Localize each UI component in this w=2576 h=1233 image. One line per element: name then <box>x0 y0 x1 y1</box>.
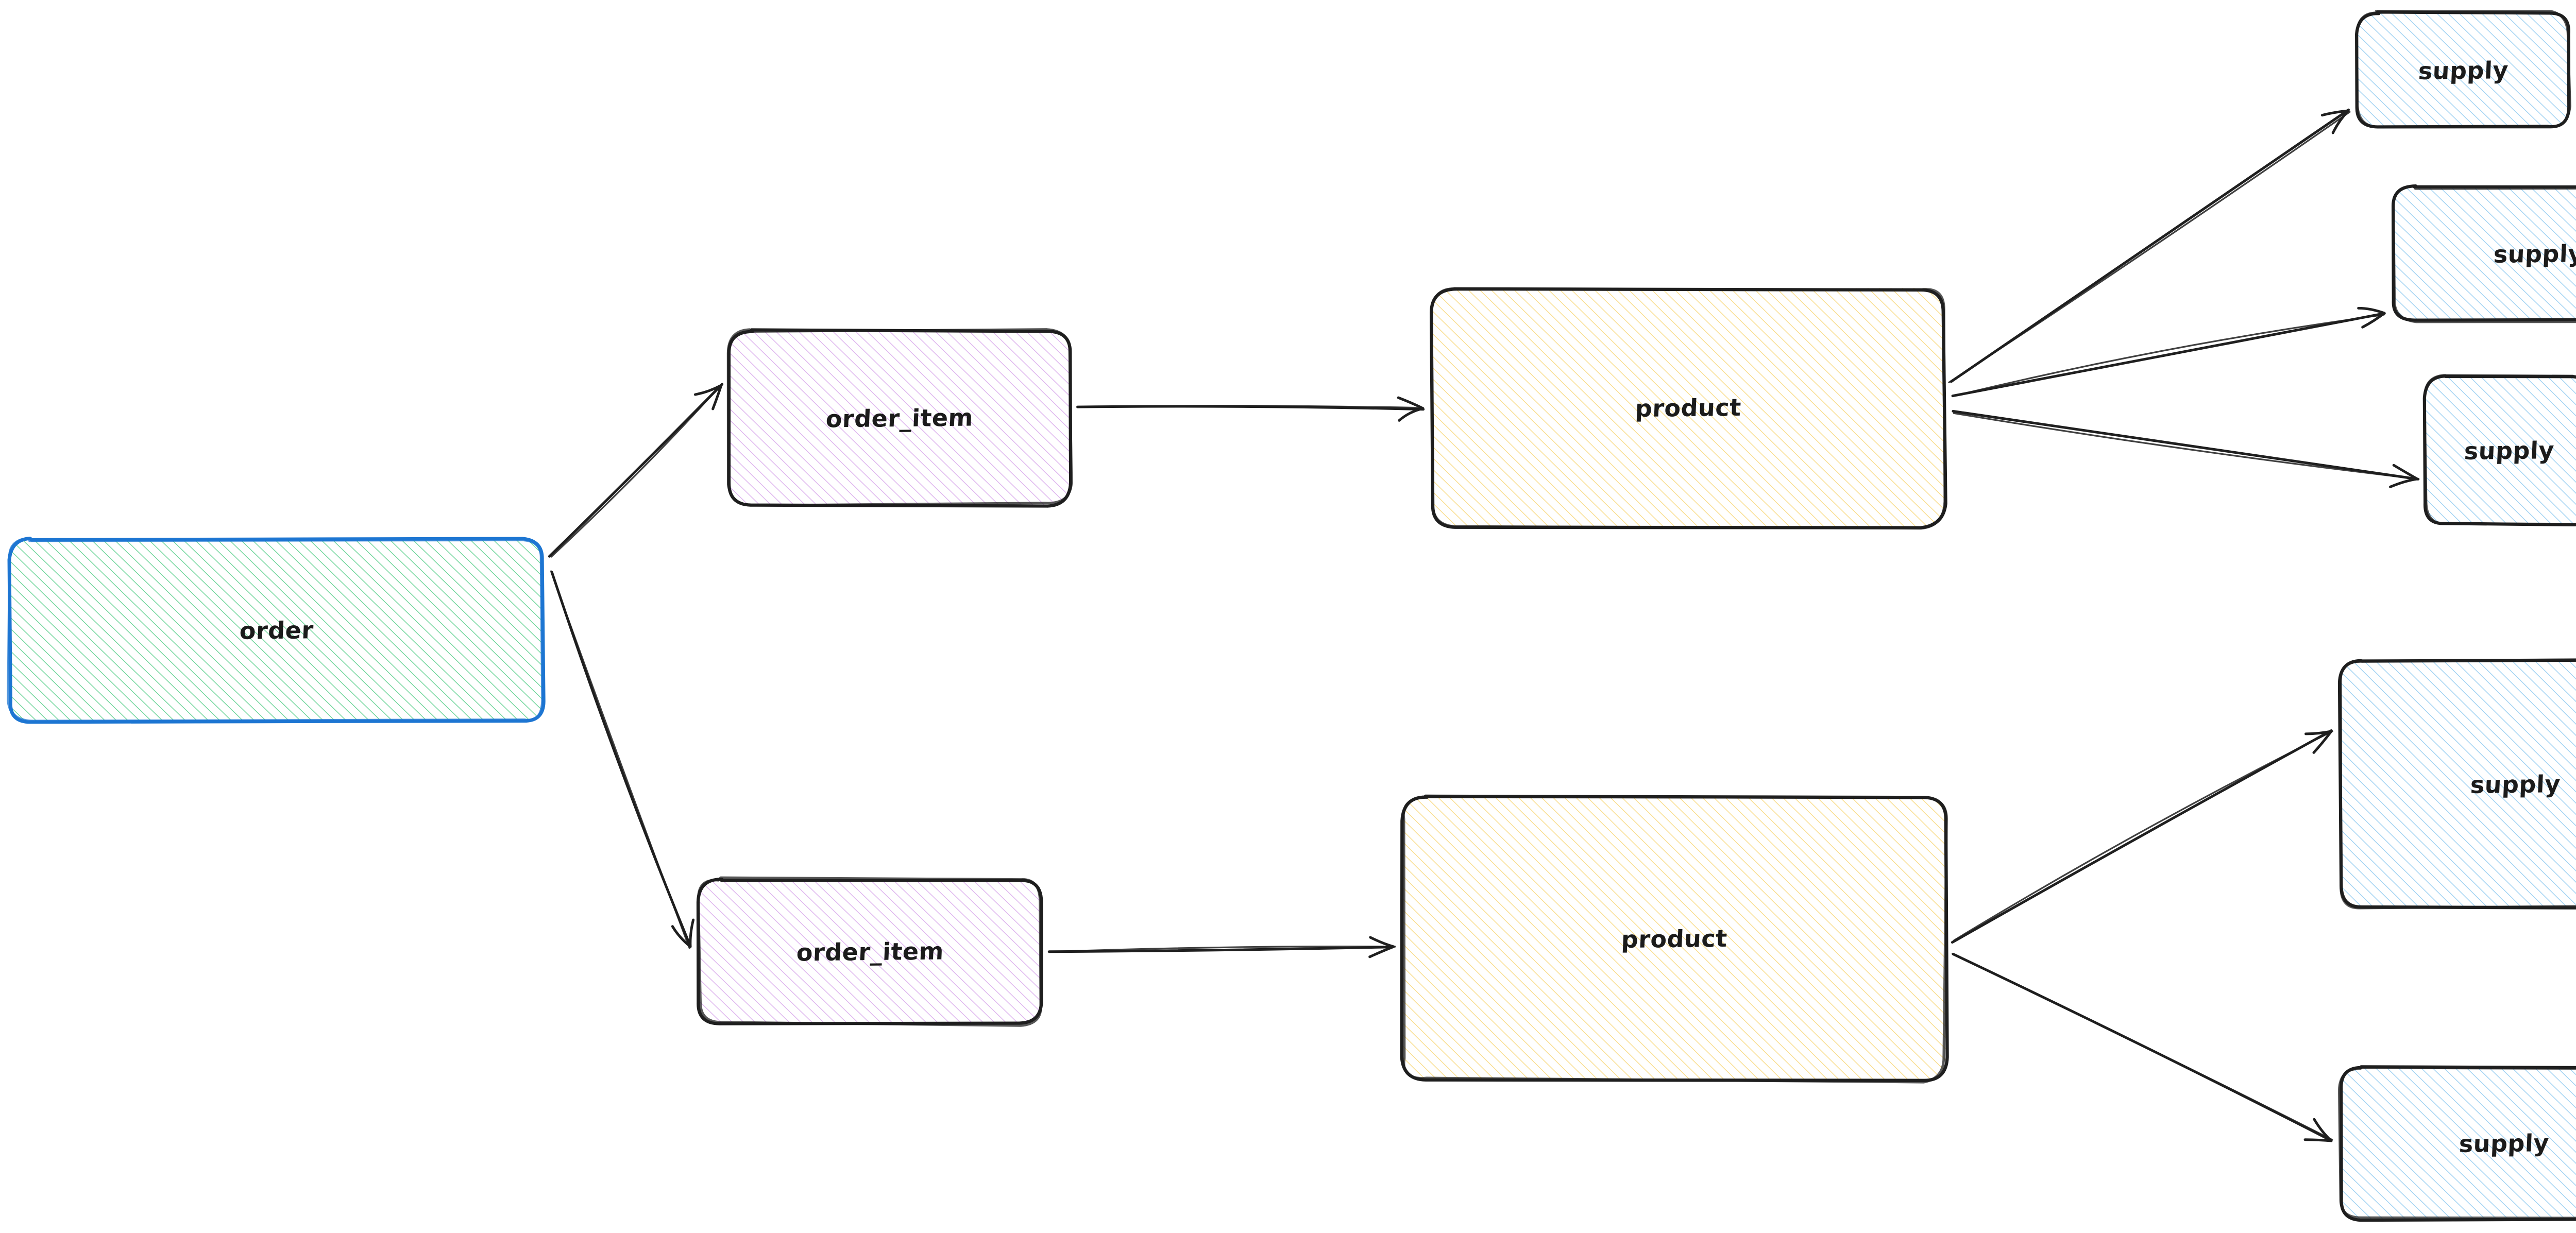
node-supply_5[interactable]: supply <box>2336 1064 2576 1223</box>
edge-product_1-to-supply_2 <box>1951 306 2386 398</box>
node-label-supply_3: supply <box>2463 436 2555 465</box>
node-shape-supply_5 <box>2337 1065 2576 1222</box>
edge-order-to-order_item_1 <box>548 383 724 558</box>
node-order_item_2[interactable]: order_item <box>694 876 1046 1028</box>
node-shape-order_item_2 <box>696 876 1043 1027</box>
node-product_2[interactable]: product <box>1399 793 1950 1084</box>
edge-order_item_2-to-product_2 <box>1047 936 1396 958</box>
node-label-product_2: product <box>1620 924 1728 953</box>
node-supply_2[interactable]: supply <box>2389 183 2576 324</box>
node-label-product_1: product <box>1634 393 1742 422</box>
edge-order_item_1-to-product_1 <box>1076 396 1425 422</box>
edge-product_2-to-supply_5 <box>1952 953 2333 1142</box>
node-shape-product_1 <box>1430 287 1947 530</box>
node-order[interactable]: order <box>6 536 547 725</box>
node-label-supply_1: supply <box>2417 56 2510 85</box>
node-shape-supply_1 <box>2355 10 2571 129</box>
edge-product_2-to-supply_4 <box>1951 729 2333 944</box>
edge-product_1-to-supply_3 <box>1952 409 2420 488</box>
edge-order-to-order_item_2 <box>550 570 695 949</box>
node-label-supply_2: supply <box>2493 239 2576 268</box>
node-shape-supply_2 <box>2391 184 2576 323</box>
node-shape-supply_3 <box>2422 374 2576 527</box>
node-label-supply_4: supply <box>2469 769 2562 799</box>
node-shape-supply_4 <box>2337 658 2576 910</box>
node-shape-order <box>7 537 546 724</box>
node-supply_1[interactable]: supply <box>2353 9 2573 131</box>
node-shape-order_item_1 <box>726 328 1073 508</box>
node-label-order: order <box>239 616 314 645</box>
node-supply_3[interactable]: supply <box>2421 373 2576 528</box>
node-order_item_1[interactable]: order_item <box>725 327 1074 509</box>
node-shape-product_2 <box>1400 794 1949 1084</box>
node-label-supply_5: supply <box>2458 1129 2550 1158</box>
node-product_1[interactable]: product <box>1428 285 1948 530</box>
edge-product_1-to-supply_1 <box>1948 108 2351 384</box>
node-supply_4[interactable]: supply <box>2336 657 2576 912</box>
node-label-order_item_2: order_item <box>795 937 945 966</box>
node-label-order_item_1: order_item <box>825 403 974 433</box>
